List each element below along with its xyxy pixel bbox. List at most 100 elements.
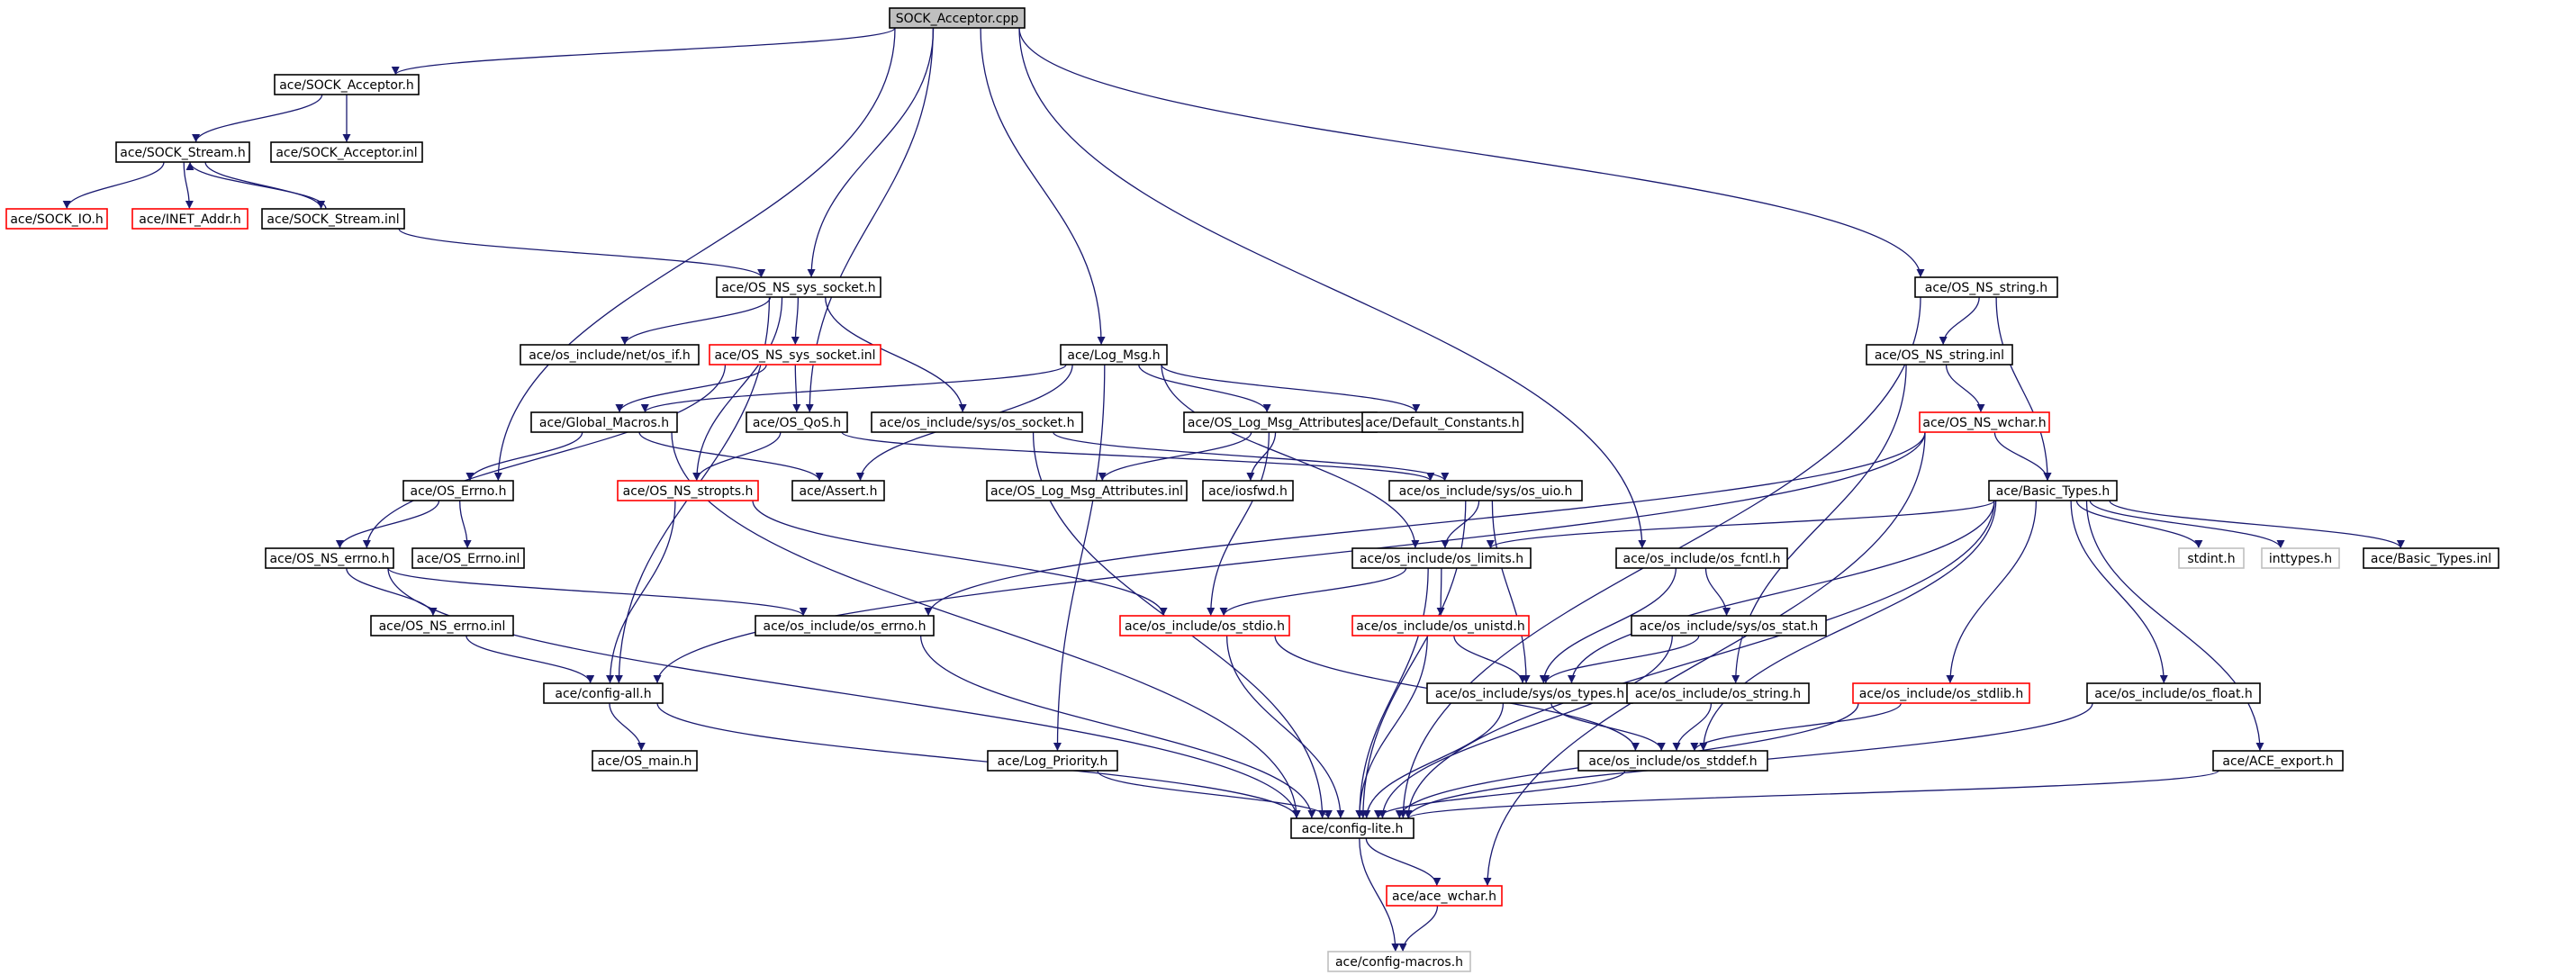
node-box[interactable] — [520, 344, 700, 366]
node-box[interactable] — [1327, 951, 1471, 972]
node-box[interactable] — [1060, 344, 1168, 366]
node-box[interactable] — [5, 208, 108, 230]
node-box[interactable] — [1388, 480, 1583, 501]
node-box[interactable] — [2261, 547, 2340, 569]
node-box[interactable] — [1919, 411, 2050, 433]
node-box[interactable] — [2363, 547, 2499, 569]
node-os-include-os-fcntl-h[interactable]: ace/os_include/os_fcntl.h — [1615, 547, 1788, 569]
node-global-macros-h[interactable]: ace/Global_Macros.h — [530, 411, 678, 433]
node-os-include-sys-os-stat-h[interactable]: ace/os_include/sys/os_stat.h — [1631, 615, 1827, 636]
node-box[interactable] — [1631, 615, 1827, 636]
node-log-msg-h[interactable]: ace/Log_Msg.h — [1060, 344, 1168, 366]
node-os-include-net-os-if-h[interactable]: ace/os_include/net/os_if.h — [520, 344, 700, 366]
node-box[interactable] — [746, 411, 848, 433]
node-os-ns-errno-h[interactable]: ace/OS_NS_errno.h — [265, 547, 394, 569]
node-box[interactable] — [530, 411, 678, 433]
node-box[interactable] — [265, 547, 394, 569]
node-sock-acceptor-inl[interactable]: ace/SOCK_Acceptor.inl — [270, 141, 423, 163]
node-config-lite-h[interactable]: ace/config-lite.h — [1290, 817, 1415, 839]
node-os-include-os-string-h[interactable]: ace/os_include/os_string.h — [1626, 682, 1810, 704]
node-os-ns-errno-inl[interactable]: ace/OS_NS_errno.inl — [370, 615, 514, 636]
node-os-include-os-errno-h[interactable]: ace/os_include/os_errno.h — [755, 615, 935, 636]
node-sock-stream-h[interactable]: ace/SOCK_Stream.h — [115, 141, 250, 163]
node-box[interactable] — [1914, 276, 2058, 298]
node-os-include-os-float-h[interactable]: ace/os_include/os_float.h — [2086, 682, 2261, 704]
node-box[interactable] — [2178, 547, 2245, 569]
node-box[interactable] — [791, 480, 885, 501]
node-box[interactable] — [2212, 750, 2344, 772]
node-os-include-os-stdlib-h[interactable]: ace/os_include/os_stdlib.h — [1852, 682, 2030, 704]
node-os-qos-h[interactable]: ace/OS_QoS.h — [746, 411, 848, 433]
node-os-ns-wchar-h[interactable]: ace/OS_NS_wchar.h — [1919, 411, 2050, 433]
node-basic-types-h[interactable]: ace/Basic_Types.h — [1988, 480, 2118, 501]
node-box[interactable] — [1866, 344, 2013, 366]
node-box[interactable] — [1351, 615, 1530, 636]
node-os-log-msg-attributes-inl[interactable]: ace/OS_Log_Msg_Attributes.inl — [986, 480, 1188, 501]
node-box[interactable] — [1615, 547, 1788, 569]
node-box[interactable] — [2086, 682, 2261, 704]
node-os-log-msg-attributes-h[interactable]: ace/OS_Log_Msg_Attributes.h — [1183, 411, 1378, 433]
node-box[interactable] — [592, 750, 698, 772]
node-box[interactable] — [889, 7, 1026, 29]
node-box[interactable] — [1119, 615, 1290, 636]
node-os-include-sys-os-types-h[interactable]: ace/os_include/sys/os_types.h — [1426, 682, 1633, 704]
node-sock-acceptor-h[interactable]: ace/SOCK_Acceptor.h — [274, 74, 420, 95]
node-os-include-os-unistd-h[interactable]: ace/os_include/os_unistd.h — [1351, 615, 1530, 636]
node-box[interactable] — [1351, 547, 1532, 569]
node-box[interactable] — [1852, 682, 2030, 704]
node-os-errno-h[interactable]: ace/OS_Errno.h — [402, 480, 514, 501]
node-inet-addr-h[interactable]: ace/INET_Addr.h — [131, 208, 249, 230]
node-box[interactable] — [411, 547, 525, 569]
node-sock-io-h[interactable]: ace/SOCK_IO.h — [5, 208, 108, 230]
node-box[interactable] — [871, 411, 1083, 433]
node-box[interactable] — [1577, 750, 1768, 772]
node-os-main-h[interactable]: ace/OS_main.h — [592, 750, 698, 772]
node-os-errno-inl[interactable]: ace/OS_Errno.inl — [411, 547, 525, 569]
node-os-include-sys-os-uio-h[interactable]: ace/os_include/sys/os_uio.h — [1388, 480, 1583, 501]
node-os-include-os-stddef-h[interactable]: ace/os_include/os_stddef.h — [1577, 750, 1768, 772]
node-sock-stream-inl[interactable]: ace/SOCK_Stream.inl — [261, 208, 405, 230]
edge-os_include_os_unistd_h-to-os_include_sys_os_types_h — [1453, 635, 1527, 684]
node-box[interactable] — [716, 276, 881, 298]
node-box[interactable] — [987, 750, 1118, 772]
node-box[interactable] — [1386, 885, 1503, 907]
node-log-priority-h[interactable]: ace/Log_Priority.h — [987, 750, 1118, 772]
node-iosfwd-h[interactable]: ace/iosfwd.h — [1202, 480, 1294, 501]
node-box[interactable] — [402, 480, 514, 501]
node-inttypes-h[interactable]: inttypes.h — [2261, 547, 2340, 569]
node-stdint-h[interactable]: stdint.h — [2178, 547, 2245, 569]
node-box[interactable] — [1202, 480, 1294, 501]
node-box[interactable] — [617, 480, 759, 501]
node-box[interactable] — [131, 208, 249, 230]
node-box[interactable] — [261, 208, 405, 230]
node-ace-wchar-h[interactable]: ace/ace_wchar.h — [1386, 885, 1503, 907]
node-box[interactable] — [270, 141, 423, 163]
node-assert-h[interactable]: ace/Assert.h — [791, 480, 885, 501]
node-os-ns-sys-socket-h[interactable]: ace/OS_NS_sys_socket.h — [716, 276, 881, 298]
edge-os_ns_stropts_h-to-os_include_os_stdio_h — [752, 500, 1168, 617]
node-box[interactable] — [1290, 817, 1415, 839]
node-box[interactable] — [115, 141, 250, 163]
node-box[interactable] — [1626, 682, 1810, 704]
node-os-ns-string-h[interactable]: ace/OS_NS_string.h — [1914, 276, 2058, 298]
node-box[interactable] — [1988, 480, 2118, 501]
node-box[interactable] — [986, 480, 1188, 501]
node-basic-types-inl[interactable]: ace/Basic_Types.inl — [2363, 547, 2499, 569]
node-config-all-h[interactable]: ace/config-all.h — [543, 682, 664, 704]
node-box[interactable] — [1361, 411, 1523, 433]
node-os-include-sys-os-socket-h[interactable]: ace/os_include/sys/os_socket.h — [871, 411, 1083, 433]
node-default-constants-h[interactable]: ace/Default_Constants.h — [1361, 411, 1523, 433]
node-os-include-os-limits-h[interactable]: ace/os_include/os_limits.h — [1351, 547, 1532, 569]
node-box[interactable] — [755, 615, 935, 636]
node-config-macros-h[interactable]: ace/config-macros.h — [1327, 951, 1471, 972]
node-os-ns-sys-socket-inl[interactable]: ace/OS_NS_sys_socket.inl — [709, 344, 881, 366]
node-box[interactable] — [543, 682, 664, 704]
node-box[interactable] — [709, 344, 881, 366]
node-root[interactable]: SOCK_Acceptor.cpp — [889, 7, 1026, 29]
node-box[interactable] — [274, 74, 420, 95]
node-os-ns-string-inl[interactable]: ace/OS_NS_string.inl — [1866, 344, 2013, 366]
node-box[interactable] — [370, 615, 514, 636]
node-os-ns-stropts-h[interactable]: ace/OS_NS_stropts.h — [617, 480, 759, 501]
node-os-include-os-stdio-h[interactable]: ace/os_include/os_stdio.h — [1119, 615, 1290, 636]
node-ace-export-h[interactable]: ace/ACE_export.h — [2212, 750, 2344, 772]
